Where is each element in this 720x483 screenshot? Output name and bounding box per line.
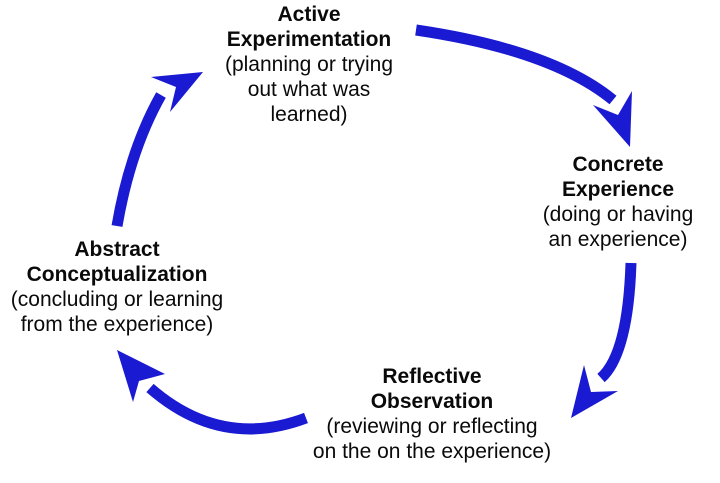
node-title-line: Observation <box>370 390 494 413</box>
arrow-concrete-to-reflective-icon <box>571 262 637 418</box>
node-reflective-observation: Reflective Observation (reviewing or ref… <box>302 364 562 464</box>
node-active-experimentation: Active Experimentation (planning or tryi… <box>199 2 419 127</box>
node-concrete-experience: Concrete Experience (doing or having an … <box>508 152 720 252</box>
node-title-line: Reflective <box>382 365 482 388</box>
node-abstract-conceptualization: Abstract Conceptualization (concluding o… <box>2 237 232 337</box>
arrow-abstract-to-active-icon <box>111 72 203 227</box>
node-subtitle-line: out what was <box>247 78 371 101</box>
node-title-line: Active <box>277 3 341 26</box>
node-subtitle-line: from the experience) <box>20 313 214 336</box>
node-title-line: Conceptualization <box>26 263 208 286</box>
node-subtitle-line: on the on the experience) <box>312 440 552 463</box>
node-title-line: Experimentation <box>226 28 392 51</box>
node-subtitle-line: (reviewing or reflecting <box>326 415 538 438</box>
node-subtitle-line: (doing or having <box>542 203 694 226</box>
node-subtitle-line: learned) <box>270 103 348 126</box>
arrow-active-to-concrete-icon <box>415 24 632 147</box>
arrow-reflective-to-abstract-icon <box>117 350 308 435</box>
node-subtitle-line: an experience) <box>548 228 688 251</box>
node-title-line: Abstract <box>74 238 160 261</box>
node-subtitle-line: (concluding or learning <box>10 288 224 311</box>
node-title-line: Experience <box>561 178 675 201</box>
node-subtitle-line: (planning or trying <box>224 53 394 76</box>
node-title-line: Concrete <box>572 153 664 176</box>
